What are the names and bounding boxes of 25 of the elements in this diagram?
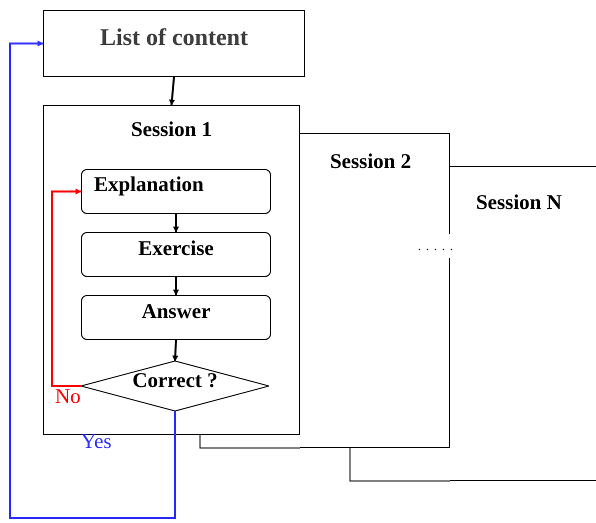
arrow bbox=[172, 340, 178, 362]
decision-diamond bbox=[81, 361, 269, 411]
node-label: Answer bbox=[142, 299, 210, 323]
node-label: Correct ? bbox=[132, 368, 218, 392]
arrow bbox=[9, 40, 176, 519]
process-box bbox=[81, 232, 271, 277]
node-label: Session N bbox=[476, 190, 562, 214]
edge-label: No bbox=[54, 386, 82, 407]
node-label: Exercise bbox=[138, 236, 214, 260]
node-label: List of content bbox=[100, 25, 248, 51]
node-label: Explanation bbox=[94, 172, 204, 196]
process-box bbox=[43, 10, 305, 77]
arrow bbox=[173, 277, 179, 296]
node-label: Session 2 bbox=[330, 149, 412, 173]
session-panel bbox=[300, 133, 450, 448]
session-panel bbox=[450, 166, 596, 481]
edge-label: Yes bbox=[80, 431, 113, 452]
process-box bbox=[81, 169, 271, 214]
process-box bbox=[81, 295, 271, 340]
arrow bbox=[169, 76, 175, 106]
node-label: Session 1 bbox=[130, 117, 212, 141]
session-panel bbox=[43, 105, 300, 435]
ellipsis-text: . . . . . bbox=[418, 234, 454, 258]
arrow bbox=[173, 214, 179, 233]
arrow bbox=[51, 188, 82, 387]
